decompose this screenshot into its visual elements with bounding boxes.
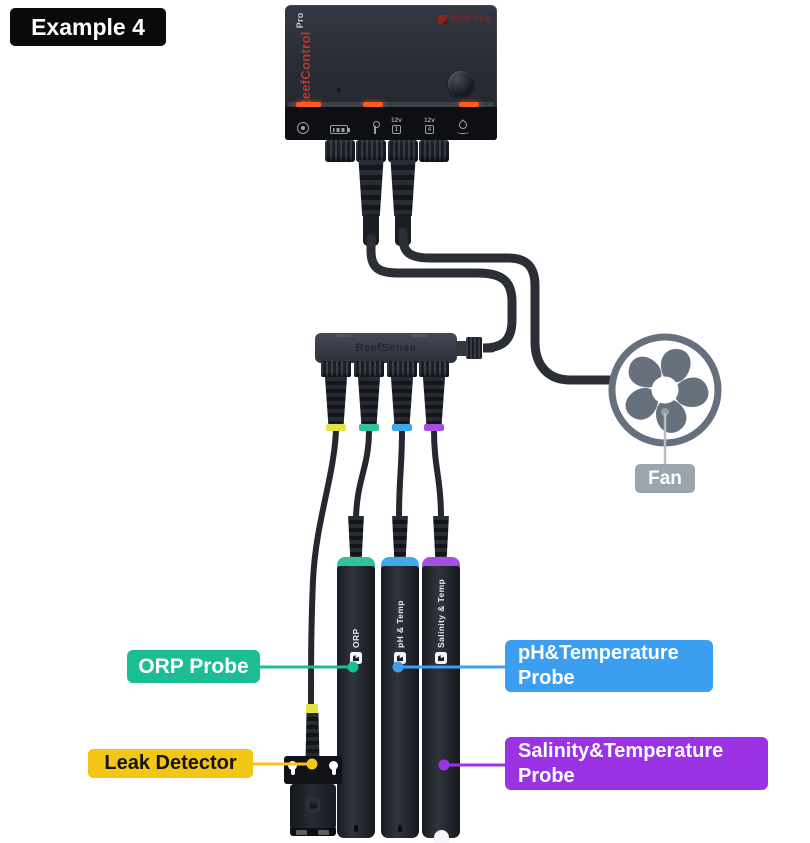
hub-connector-strain [390, 377, 414, 424]
cable-controller-to-hub [366, 233, 517, 353]
port-color-ring-purple [424, 424, 444, 431]
leak-contact-pin [318, 830, 329, 835]
hub-connector [387, 361, 417, 377]
cable-hub-to-leak-detector [308, 427, 339, 711]
port-icon-panel: 12v 1 12v 4 [285, 107, 497, 140]
hub-label: ReefSense [355, 342, 417, 354]
reefsense-hub: ReefSense [315, 333, 457, 363]
port-color-ring-teal [359, 424, 379, 431]
probe-strain-relief [348, 516, 364, 558]
pump-dial-icon [297, 122, 309, 134]
fan-hub-hole [651, 376, 679, 404]
controller-port [325, 140, 355, 162]
12v-port-4-icon: 12v 4 [424, 116, 435, 134]
red-sea-logo-icon [435, 652, 447, 664]
hub-tab [335, 334, 351, 337]
model-variant: Pro [295, 12, 305, 29]
led-segment [363, 102, 383, 107]
led-segment [459, 102, 479, 107]
probe-notch [398, 825, 402, 832]
leak-detector-device [290, 784, 336, 830]
status-led-hole [337, 88, 341, 92]
orp-probe: ORP [337, 516, 375, 838]
hub-connector-strain [324, 377, 348, 424]
cable-plug [358, 160, 384, 216]
probe-body: Salinity & Temp [422, 566, 460, 843]
cable-plug [390, 160, 416, 216]
controller-port [356, 140, 386, 162]
red-sea-flag-icon [438, 14, 448, 24]
keyhole-slot [329, 761, 338, 775]
cable-plug-neck [395, 214, 411, 246]
label-orp-probe: ORP Probe [127, 650, 260, 683]
brand-name: Red Sea [450, 13, 490, 25]
hub-connector [354, 361, 384, 377]
label-salinity-temperature-probe: Salinity&Temperature Probe [505, 737, 768, 790]
probe-port-icon [369, 121, 381, 134]
cable-hub-to-ph-probe [396, 427, 405, 521]
controller-port [419, 140, 449, 162]
probe-strain-relief [433, 516, 449, 558]
probe-strain-relief [392, 516, 408, 558]
led-strip [288, 102, 494, 107]
salinity-temperature-probe: Salinity & Temp [422, 516, 460, 843]
hub-connector [419, 361, 449, 377]
probe-notch [354, 825, 358, 832]
red-sea-logo: Red Sea [438, 13, 490, 25]
leak-contact-pin [296, 830, 307, 835]
leak-mounting-bracket [284, 756, 342, 784]
hub-connector [321, 361, 351, 377]
salinity-sensor-slot [434, 830, 449, 843]
leak-port-icon [457, 119, 469, 134]
example-badge: Example 4 [10, 8, 166, 46]
label-fan: Fan [635, 464, 695, 493]
leak-strain-relief [305, 713, 320, 757]
power-button [448, 71, 474, 97]
hub-connector-strain [422, 377, 446, 424]
port-color-ring-blue [392, 424, 412, 431]
hub-connector-strain [357, 377, 381, 424]
hub-tab [411, 334, 427, 337]
probe-name: Salinity & Temp [436, 578, 446, 648]
fan-blades [625, 348, 709, 433]
label-ph-temperature-probe: pH&Temperature Probe [505, 640, 713, 692]
led-segment [296, 102, 321, 107]
port-color-ring-yellow [326, 424, 346, 431]
battery-power-icon [330, 125, 350, 134]
red-sea-logo-icon [350, 652, 362, 664]
probe-body: pH & Temp [381, 566, 419, 838]
probe-name: ORP [351, 628, 361, 648]
model-name: ReefControlPro [295, 12, 313, 109]
fan-icon [600, 325, 730, 455]
probe-name: pH & Temp [395, 600, 405, 648]
cable-hub-to-orp-probe [353, 427, 372, 521]
fan-svg [608, 333, 722, 447]
red-sea-logo-icon [394, 652, 406, 664]
ph-temperature-probe: pH & Temp [381, 516, 419, 838]
fan-anchor-dot [661, 408, 669, 416]
red-sea-logo-icon [306, 798, 320, 812]
label-leak-detector: Leak Detector [88, 749, 253, 778]
cable-hub-to-salinity-probe [431, 427, 444, 521]
probe-body: ORP [337, 566, 375, 838]
leak-detector-base [290, 828, 336, 836]
reefcontrol-pro-device: Red Sea ReefControlPro 12v 1 12v 4 [285, 5, 497, 140]
elbow-connector [466, 337, 482, 359]
leak-cable-color-band [306, 704, 318, 714]
keyhole-slot [288, 761, 297, 775]
12v-port-1-icon: 12v 1 [391, 116, 402, 134]
cable-plug-neck [363, 214, 379, 246]
controller-port [388, 140, 418, 162]
